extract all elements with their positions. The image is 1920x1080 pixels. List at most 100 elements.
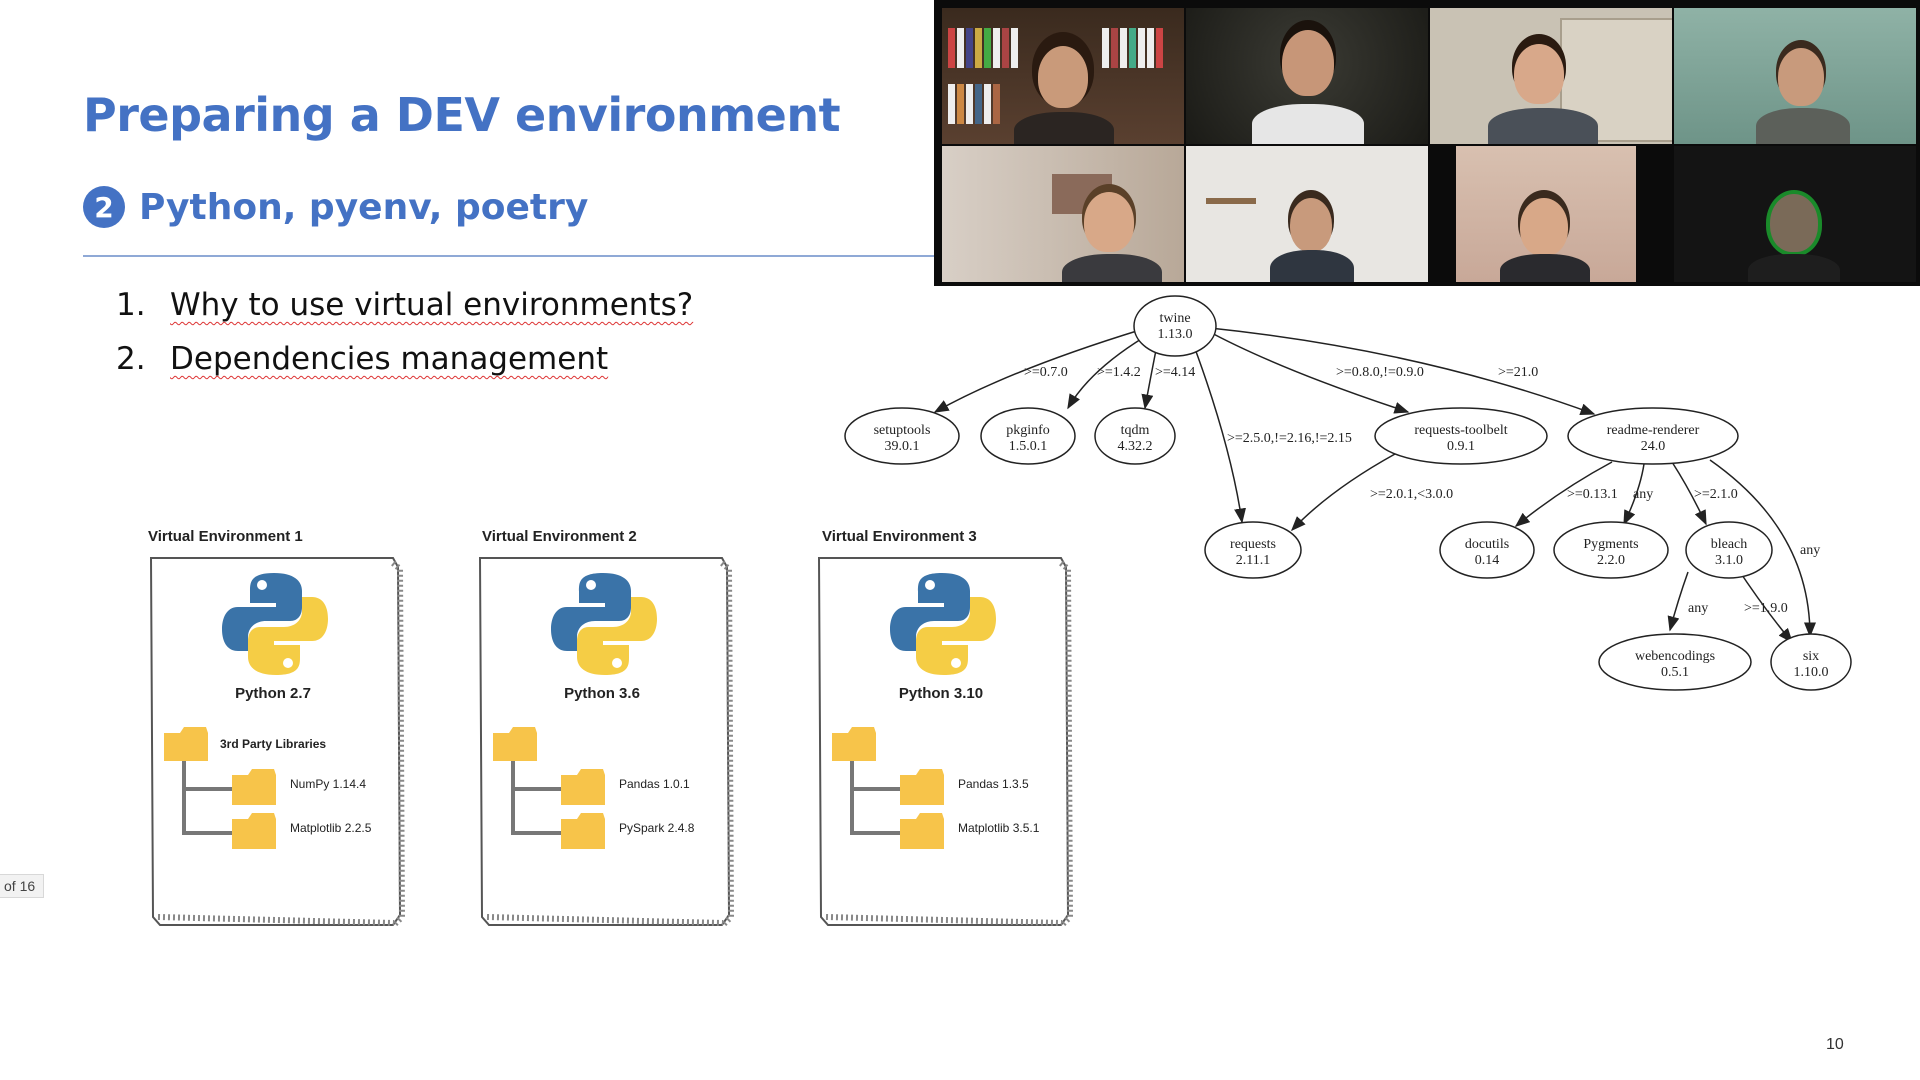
graph-node-twine: twine 1.13.0 (1133, 295, 1217, 357)
edge (1709, 459, 1816, 638)
library-label: Matplotlib 3.5.1 (958, 821, 1040, 835)
folder-tree (164, 727, 276, 849)
folder-icon (493, 727, 537, 761)
edge-label: >=2.1.0 (1694, 487, 1738, 502)
participant-video-tile[interactable] (1456, 146, 1636, 282)
list-item-number: 2. (116, 341, 146, 377)
graph-node-pygments: Pygments 2.2.0 (1553, 521, 1669, 579)
edge-label: >=21.0 (1498, 365, 1538, 380)
svg-text:twine: twine (1159, 311, 1190, 326)
edge-labels: >=0.7.0 >=1.4.2 >=4.14 >=2.5.0,!=2.16,!=… (1024, 365, 1820, 616)
svg-text:2.2.0: 2.2.0 (1597, 553, 1625, 568)
library-label: PySpark 2.4.8 (619, 821, 695, 835)
graph-nodes: twine 1.13.0 setuptools 39.0.1 pkginfo 1… (844, 295, 1852, 691)
bullet-list: 1. Why to use virtual environments? 2. D… (116, 278, 693, 386)
svg-text:39.0.1: 39.0.1 (885, 439, 920, 454)
env-label-3: Virtual Environment 3 (822, 528, 977, 545)
participant-video-tile[interactable] (942, 146, 1184, 282)
graph-node-tqdm: tqdm 4.32.2 (1094, 407, 1176, 465)
svg-text:Pygments: Pygments (1583, 537, 1638, 552)
svg-text:0.5.1: 0.5.1 (1661, 665, 1689, 680)
svg-text:docutils: docutils (1465, 537, 1509, 552)
python-version: Python 3.10 (898, 685, 984, 702)
participant-video-tile[interactable] (1674, 8, 1916, 144)
library-label: NumPy 1.14.4 (290, 777, 367, 791)
section-heading: 2 Python, pyenv, poetry (83, 186, 588, 228)
folder-tree (493, 727, 605, 849)
virtual-env-card-2: Python 3.6 Pandas 1.0.1 PySpark 2.4.8 (477, 555, 735, 928)
svg-text:4.32.2: 4.32.2 (1118, 439, 1153, 454)
edge (1623, 463, 1645, 526)
participant-video-tile[interactable] (1430, 8, 1672, 144)
env-label-2: Virtual Environment 2 (482, 528, 637, 545)
edge (1667, 571, 1689, 632)
python-logo-icon (551, 573, 657, 675)
graph-node-requests: requests 2.11.1 (1204, 521, 1302, 579)
svg-text:1.5.0.1: 1.5.0.1 (1009, 439, 1048, 454)
slide-title: Preparing a DEV environment (83, 88, 841, 142)
video-call-grid[interactable] (934, 0, 1920, 286)
virtual-env-card-3: Python 3.10 Pandas 1.3.5 Matplotlib 3.5.… (816, 555, 1074, 928)
edge-label: any (1688, 601, 1708, 616)
edge (1067, 335, 1147, 410)
svg-text:setuptools: setuptools (874, 423, 931, 438)
list-item: 2. Dependencies management (116, 332, 693, 386)
python-logo-icon (890, 573, 996, 675)
dependency-graph: >=0.7.0 >=1.4.2 >=4.14 >=2.5.0,!=2.16,!=… (844, 295, 1852, 691)
edge-label: >=4.14 (1155, 365, 1195, 380)
slide-number: 10 (1826, 1036, 1844, 1053)
edge-label: >=0.7.0 (1024, 365, 1068, 380)
list-item-text: Dependencies management (170, 341, 609, 377)
participant-video-tile-active-speaker[interactable] (1186, 8, 1428, 144)
graph-node-docutils: docutils 0.14 (1439, 521, 1535, 579)
library-label: Pandas 1.0.1 (619, 777, 690, 791)
svg-text:readme-renderer: readme-renderer (1607, 423, 1700, 438)
edge (933, 329, 1141, 413)
folder-icon (232, 813, 276, 849)
participant-video-tile[interactable] (1186, 146, 1428, 282)
folder-icon (561, 769, 605, 805)
edge-label: >=1.9.0 (1744, 601, 1788, 616)
svg-text:3.1.0: 3.1.0 (1715, 553, 1743, 568)
edge (1290, 453, 1396, 532)
graph-node-six: six 1.10.0 (1770, 633, 1852, 691)
edge (1205, 329, 1410, 414)
folder-icon (900, 769, 944, 805)
svg-text:tqdm: tqdm (1121, 423, 1150, 438)
graph-node-readme-renderer: readme-renderer 24.0 (1567, 407, 1739, 465)
env-label-1: Virtual Environment 1 (148, 528, 303, 545)
folder-icon (832, 727, 876, 761)
folder-icon (232, 769, 276, 805)
python-logo-icon (222, 573, 328, 675)
edge-label: >=0.13.1 (1567, 487, 1618, 502)
folder-label: 3rd Party Libraries (220, 737, 327, 751)
page-indicator: of 16 (0, 874, 44, 898)
list-item-text: Why to use virtual environments? (170, 287, 694, 323)
participant-video-tile[interactable] (942, 8, 1184, 144)
list-item-number: 1. (116, 287, 146, 323)
edge (1187, 329, 1246, 524)
title-divider (83, 255, 935, 257)
graph-node-pkginfo: pkginfo 1.5.0.1 (980, 407, 1076, 465)
edge (1514, 461, 1613, 527)
folder-tree (832, 727, 944, 849)
section-number-badge: 2 (83, 186, 125, 228)
svg-text:pkginfo: pkginfo (1006, 423, 1050, 438)
edge-label: >=2.0.1,<3.0.0 (1370, 487, 1453, 502)
library-label: Pandas 1.3.5 (958, 777, 1029, 791)
participant-video-tile[interactable] (1674, 146, 1916, 282)
folder-icon (900, 813, 944, 849)
svg-text:0.9.1: 0.9.1 (1447, 439, 1475, 454)
library-label: Matplotlib 2.2.5 (290, 821, 372, 835)
svg-text:webencodings: webencodings (1635, 649, 1715, 664)
edge-label: >=2.5.0,!=2.16,!=2.15 (1227, 431, 1352, 446)
list-item: 1. Why to use virtual environments? (116, 278, 693, 332)
edge (1671, 461, 1707, 526)
graph-node-requests-toolbelt: requests-toolbelt 0.9.1 (1374, 407, 1548, 465)
svg-text:requests: requests (1230, 537, 1276, 552)
svg-text:0.14: 0.14 (1475, 553, 1500, 568)
svg-text:requests-toolbelt: requests-toolbelt (1414, 423, 1507, 438)
graph-node-webencodings: webencodings 0.5.1 (1598, 633, 1752, 691)
svg-text:1.10.0: 1.10.0 (1794, 665, 1829, 680)
edge-label: any (1800, 543, 1820, 558)
